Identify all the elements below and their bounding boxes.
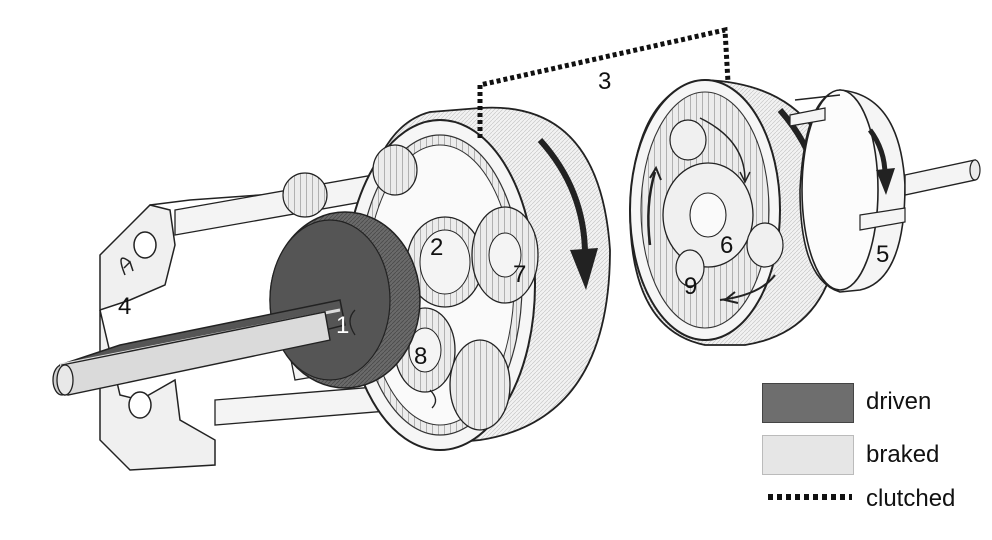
output-carrier xyxy=(789,89,981,293)
callout-3: 3 xyxy=(598,68,612,95)
callout-8: 8 xyxy=(414,343,428,370)
planet-gears-1 xyxy=(282,144,539,431)
input-shaft xyxy=(56,311,331,396)
clutch-link xyxy=(477,26,731,138)
callout-2: 2 xyxy=(430,234,444,261)
ring-gear-2 xyxy=(629,79,841,346)
rotation-arrow-ring-1 xyxy=(537,137,598,290)
callout-1: 1 xyxy=(336,312,350,339)
legend-braked-label: braked xyxy=(866,441,940,468)
minor-arrows xyxy=(349,309,437,409)
callout-5: 5 xyxy=(876,241,890,268)
callout-4: 4 xyxy=(118,293,132,320)
callout-9: 9 xyxy=(684,273,698,300)
legend-clutched-label: clutched xyxy=(866,485,956,512)
callout-7: 7 xyxy=(513,261,527,288)
legend-driven-swatch xyxy=(762,383,854,423)
callout-6: 6 xyxy=(720,232,734,259)
legend-braked-swatch xyxy=(762,435,854,475)
legend-driven-label: driven xyxy=(866,388,932,415)
